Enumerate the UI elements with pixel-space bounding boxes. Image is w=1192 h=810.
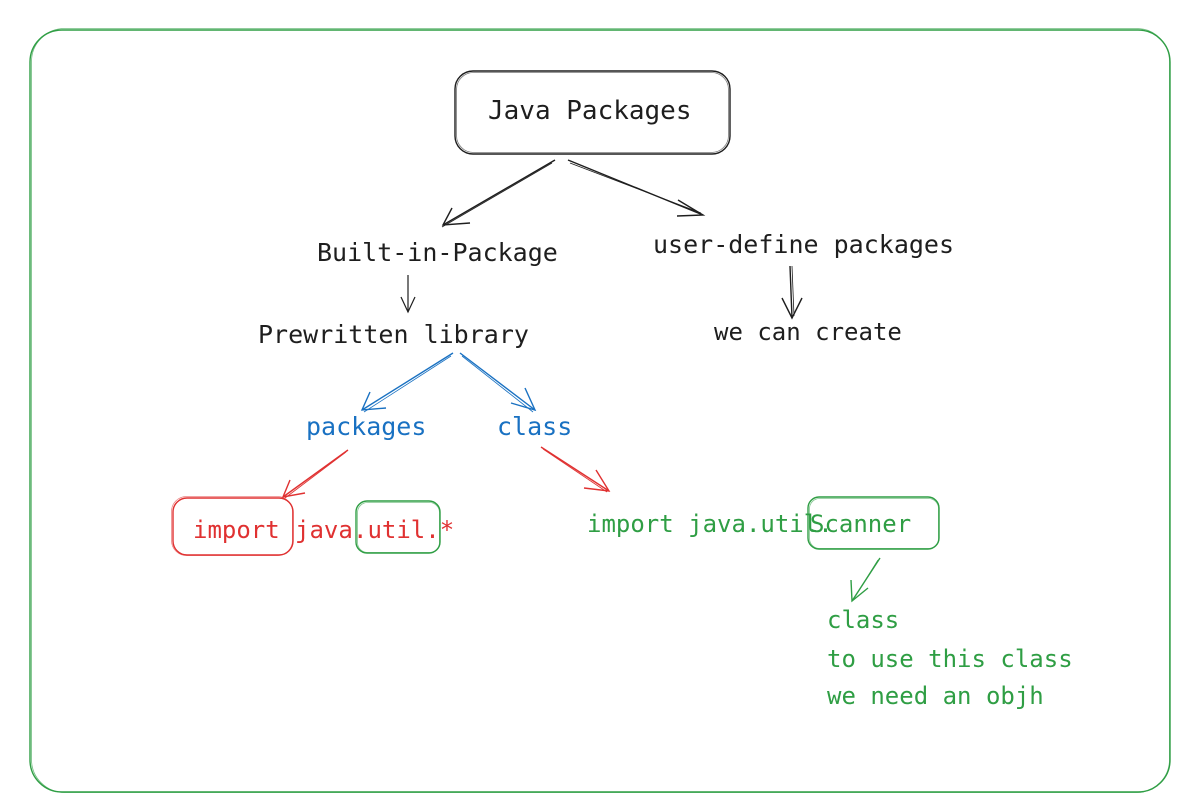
- note-class: class: [827, 606, 900, 634]
- arrow-scanner-to-note: [850, 557, 881, 603]
- arrow-class-to-scanner: [540, 446, 611, 493]
- import-keyword-box-sketch: [171, 496, 293, 556]
- util-wildcard-box: [355, 500, 441, 554]
- util-wildcard-box-sketch: [357, 502, 440, 553]
- builtin-package-label: Built-in-Package: [317, 238, 558, 267]
- import-util-wildcard: .util.*: [353, 516, 455, 544]
- import-keyword: import: [193, 516, 280, 544]
- arrow-userdefine-to-create: [781, 265, 803, 320]
- note-use-this-class: to use this class: [827, 645, 1073, 673]
- arrow-prewritten-to-packages: [360, 352, 454, 413]
- title-box: [454, 70, 731, 155]
- arrow-builtin-to-prewritten: [400, 275, 416, 314]
- outer-frame: [29, 29, 1171, 793]
- arrow-title-to-userdefine: [567, 159, 706, 217]
- scanner-box: [807, 496, 940, 550]
- title-box-sketch: [456, 72, 729, 153]
- scanner-class-name: Scanner: [810, 510, 912, 538]
- packages-label: packages: [306, 412, 427, 441]
- import-java-segment: java: [295, 516, 353, 544]
- import-keyword-box: [172, 497, 294, 556]
- class-label: class: [497, 412, 573, 441]
- outer-frame-sketch: [31, 28, 1170, 793]
- arrow-title-to-builtin: [441, 159, 556, 228]
- arrow-packages-to-import: [281, 449, 349, 499]
- import-java-util-prefix: import java.util.: [587, 510, 833, 538]
- arrow-prewritten-to-class: [459, 352, 537, 413]
- prewritten-library-label: Prewritten library: [258, 320, 529, 349]
- we-can-create-label: we can create: [714, 318, 902, 346]
- title-label: Java Packages: [488, 96, 692, 126]
- user-define-packages-label: user-define packages: [653, 230, 955, 259]
- note-need-object: we need an objh: [827, 682, 1044, 710]
- scanner-box-sketch: [809, 498, 939, 549]
